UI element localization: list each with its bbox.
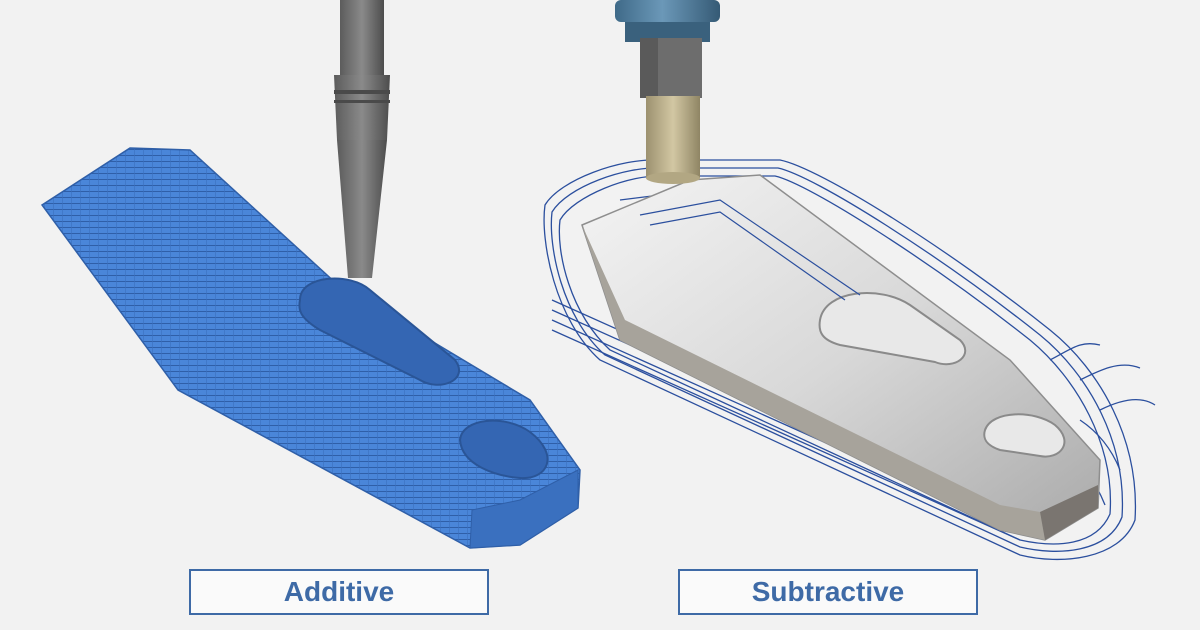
additive-label: Additive (189, 569, 489, 615)
end-mill-icon (615, 0, 720, 184)
deposition-nozzle-icon (334, 0, 390, 278)
machined-part (581, 174, 1101, 541)
subtractive-label: Subtractive (678, 569, 978, 615)
additive-part (40, 147, 581, 549)
